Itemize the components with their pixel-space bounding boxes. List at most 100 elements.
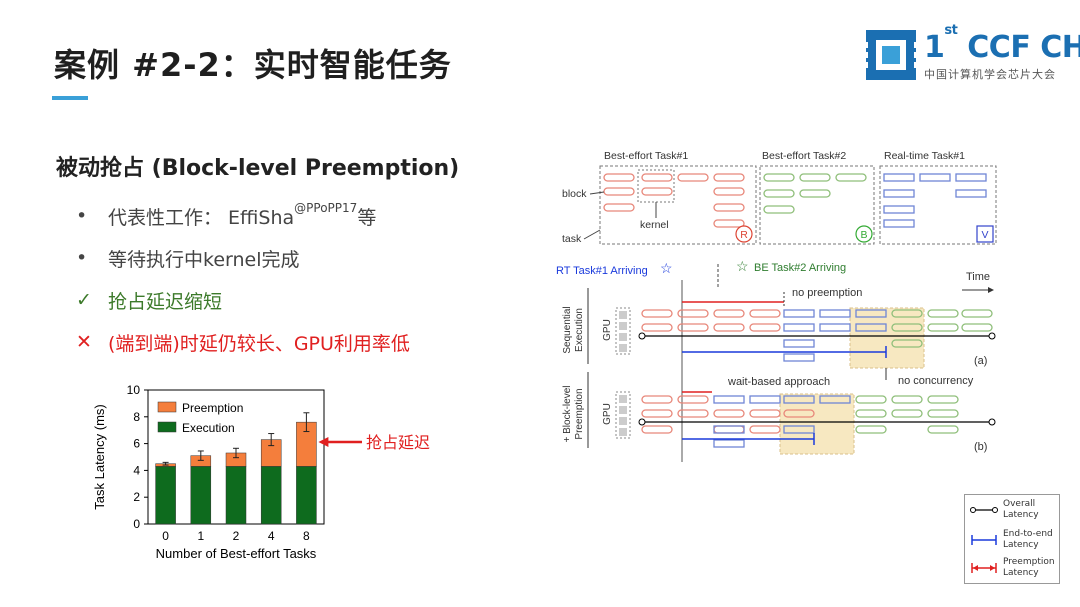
- kernel-block-be1: [749, 425, 781, 434]
- gpu-core: [619, 428, 627, 436]
- pointer-line: [583, 229, 601, 240]
- legend-label: Execution: [182, 421, 235, 435]
- kernel-block-rt: [749, 395, 781, 404]
- kernel-block-rt: [713, 395, 745, 404]
- cross-icon: ✕: [76, 331, 92, 353]
- kernel-block-be2: [961, 323, 993, 332]
- badge-v: [976, 225, 994, 243]
- task-title: Real-time Task#1: [884, 150, 965, 162]
- kernel-block-be1: [641, 425, 673, 434]
- wait-region: [779, 393, 855, 455]
- overall-latency-end: [638, 418, 646, 426]
- kernel-block-be1: [749, 323, 781, 332]
- preemption-timeline-diagram: Best-effort Task#1 Best-effort Task#2 Real…: [556, 150, 997, 462]
- kernel-block-be1: [713, 173, 745, 182]
- kernel-block-be2: [855, 409, 887, 418]
- kernel-block-be2: [891, 395, 923, 404]
- bar-execution: [225, 466, 247, 525]
- gpu-box: [615, 307, 631, 355]
- badge-label: V: [981, 229, 988, 241]
- legend-swatch: [157, 401, 177, 413]
- preemption-latency-icon: [971, 563, 997, 573]
- rt-arrival-label: RT Task#1 Arriving: [556, 265, 648, 277]
- kernel-block-be1: [677, 309, 709, 318]
- logo-text: 1st CCF CHIP: [924, 23, 1080, 65]
- kernel-block-be1: [677, 409, 709, 418]
- legend-end-to-end: End-to-end Latency: [969, 529, 1059, 555]
- y-tick-label: 4: [133, 463, 140, 477]
- kernel-block-rt: [783, 425, 815, 434]
- kernel-block-be1: [641, 187, 673, 196]
- y-tick-label: 8: [133, 410, 140, 424]
- legend-preemption: Preemption Latency: [969, 557, 1059, 583]
- kernel-block-be1: [641, 395, 673, 404]
- kernel-block-rt: [819, 309, 851, 318]
- kernel-block-be1: [641, 323, 673, 332]
- bar-execution: [155, 466, 176, 525]
- kernel-block-be2: [855, 425, 887, 434]
- no-preemption-label: no preemption: [792, 287, 862, 299]
- task-title: Best-effort Task#2: [762, 150, 846, 162]
- logo-subtext: 中国计算机学会芯片大会: [924, 68, 1056, 81]
- section-subtitle: 被动抢占 (Block-level Preemption): [56, 156, 460, 181]
- kernel-block-rt: [783, 339, 815, 348]
- gpu-core: [619, 344, 627, 352]
- kernel-block-be2: [763, 205, 795, 214]
- x-tick-label: 0: [162, 529, 169, 543]
- gpu-core: [619, 322, 627, 330]
- kernel-block-be1: [677, 173, 709, 182]
- time-label: Time: [966, 271, 990, 283]
- be-arrival-label: BE Task#2 Arriving: [754, 262, 846, 274]
- kernel-block-be1: [641, 173, 673, 182]
- bullet-item-pro: ✓抢占延迟缩短: [76, 289, 223, 313]
- kernel-block-be2: [927, 309, 959, 318]
- star-icon: ☆: [660, 260, 673, 276]
- kernel-block-rt: [855, 309, 887, 318]
- kernel-block-be2: [927, 425, 959, 434]
- kernel-block-rt: [955, 173, 987, 182]
- kernel-block-be1: [677, 395, 709, 404]
- kernel-block-rt: [955, 189, 987, 198]
- badge-b: [855, 225, 873, 243]
- bullet-item-con: ✕(端到端)时延仍较长、GPU利用率低: [76, 331, 410, 355]
- gpu-label: GPU: [602, 403, 613, 425]
- kernel-block-be1: [603, 173, 635, 182]
- y-axis-label: Task Latency (ms): [92, 404, 107, 509]
- y-tick-label: 10: [127, 383, 141, 397]
- x-tick-label: 1: [197, 529, 204, 543]
- x-tick-label: 4: [268, 529, 275, 543]
- kernel-block-be2: [927, 323, 959, 332]
- kernel-block-rt: [883, 189, 915, 198]
- kernel-block-be2: [961, 309, 993, 318]
- task-box: [759, 165, 875, 245]
- bullet-item: •代表性工作： EffiSha@PPoPP17 等: [76, 201, 377, 229]
- kernel-block-be2: [927, 395, 959, 404]
- x-axis-label: Number of Best-effort Tasks: [156, 546, 317, 561]
- kernel-block-rt: [783, 309, 815, 318]
- pointer-line: [589, 191, 605, 195]
- gpu-core: [619, 311, 627, 319]
- x-tick-label: 8: [303, 529, 310, 543]
- y-tick-label: 0: [133, 517, 140, 531]
- kernel-block-rt: [819, 395, 851, 404]
- ccf-chip-logo: 1st CCF CHIP 中国计算机学会芯片大会: [864, 23, 1080, 84]
- chip-icon: [864, 30, 918, 80]
- bullet-item: •等待执行中kernel完成: [76, 247, 300, 271]
- kernel-block-rt: [783, 395, 815, 404]
- kernel-block-be1: [603, 187, 635, 196]
- kernel-block-rt: [819, 323, 851, 332]
- gpu-core: [619, 333, 627, 341]
- kernel-label: kernel: [640, 219, 669, 231]
- gpu-label: GPU: [602, 319, 613, 341]
- kernel-block-be2: [799, 173, 831, 182]
- kernel-block-be1: [713, 203, 745, 212]
- task-title: Best-effort Task#1: [604, 150, 688, 162]
- kernel-block-be1: [677, 323, 709, 332]
- time-arrowhead: [988, 287, 994, 293]
- bullet-marker: •: [76, 247, 88, 269]
- kernel-block-rt: [855, 323, 887, 332]
- kernel-block-be1: [713, 409, 745, 418]
- kernel-block-be2: [763, 173, 795, 182]
- kernel-block-rt: [883, 205, 915, 214]
- slide-title: 案例 #2-2：实时智能任务: [54, 46, 452, 84]
